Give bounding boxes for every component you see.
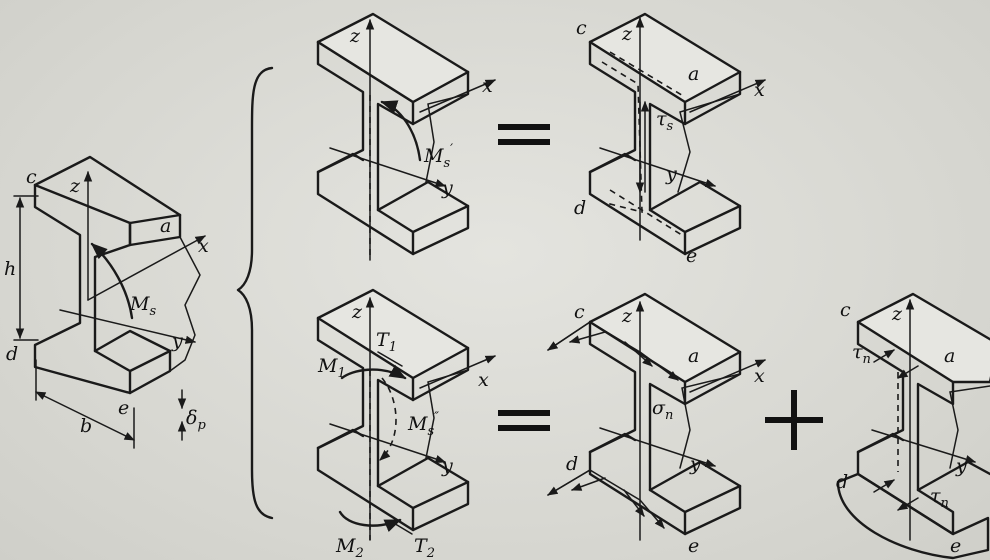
label-T2: T2 <box>414 535 435 560</box>
label-x-bm: x <box>478 369 489 391</box>
label-b: b <box>80 415 92 437</box>
label-a-tr: a <box>688 63 699 85</box>
label-z-tr: z <box>621 23 633 45</box>
label-e-left: e <box>118 397 129 419</box>
label-c-fr: c <box>840 299 851 321</box>
axes-top-middle <box>329 18 496 261</box>
label-y-tr: y <box>665 163 677 185</box>
equals-sign-top <box>498 124 550 145</box>
label-a-br: a <box>688 345 699 367</box>
label-M2: M2 <box>335 535 364 560</box>
label-y-tm: y <box>441 177 453 199</box>
label-d-br: d <box>566 453 578 475</box>
axes-top-right <box>599 16 766 241</box>
label-a-left: a <box>160 215 171 237</box>
label-z-fr: z <box>891 303 903 325</box>
curly-brace <box>236 66 274 520</box>
axes-bottom-middle <box>329 296 496 541</box>
label-delta-p: δp <box>186 407 206 433</box>
label-z-br: z <box>621 305 633 327</box>
beam-far-right <box>836 292 990 560</box>
label-c-left: c <box>26 166 37 188</box>
label-z-bm: z <box>351 301 363 323</box>
label-x-tm: x <box>482 75 493 97</box>
beam-top-right <box>588 12 742 256</box>
label-x-br: x <box>754 365 765 387</box>
label-c-tr: c <box>576 17 587 39</box>
equals-sign-bottom <box>498 410 550 431</box>
label-x-left: x <box>198 235 209 257</box>
beam-bottom-right <box>588 292 742 536</box>
label-y-br: y <box>689 453 701 475</box>
label-sigma-n: σn <box>652 397 673 423</box>
label-tau-s: τs <box>656 108 674 134</box>
axes-bottom-right <box>599 300 766 541</box>
label-tau-n-bottom: τn <box>930 485 949 511</box>
label-Ms-dprime: Ms″ <box>407 410 439 439</box>
label-Ms-prime: Ms′ <box>423 142 453 171</box>
label-e-br: e <box>688 535 699 557</box>
label-a-fr: a <box>944 345 955 367</box>
label-M1: M1 <box>317 355 346 381</box>
label-d-tr: d <box>574 197 586 219</box>
label-y-left: y <box>171 330 183 352</box>
axes-far-right <box>871 298 977 541</box>
label-c-br: c <box>574 301 585 323</box>
label-T1: T1 <box>376 329 397 355</box>
beam-bottom-middle <box>316 288 470 532</box>
label-z-tm: z <box>349 25 361 47</box>
label-Ms-left: Ms <box>129 293 156 319</box>
plus-sign <box>765 390 823 450</box>
axes-left <box>13 170 206 449</box>
label-e-fr: e <box>950 535 961 557</box>
beam-top-middle <box>316 12 470 256</box>
label-y-fr: y <box>955 455 967 477</box>
label-h: h <box>4 258 16 280</box>
label-e-tr: e <box>686 245 697 267</box>
label-d-left: d <box>6 343 18 365</box>
label-x-tr: x <box>754 79 765 101</box>
label-d-fr: d <box>836 471 848 493</box>
label-z-left: z <box>69 175 81 197</box>
label-y-bm: y <box>441 455 453 477</box>
label-tau-n-top: τn <box>852 341 871 367</box>
